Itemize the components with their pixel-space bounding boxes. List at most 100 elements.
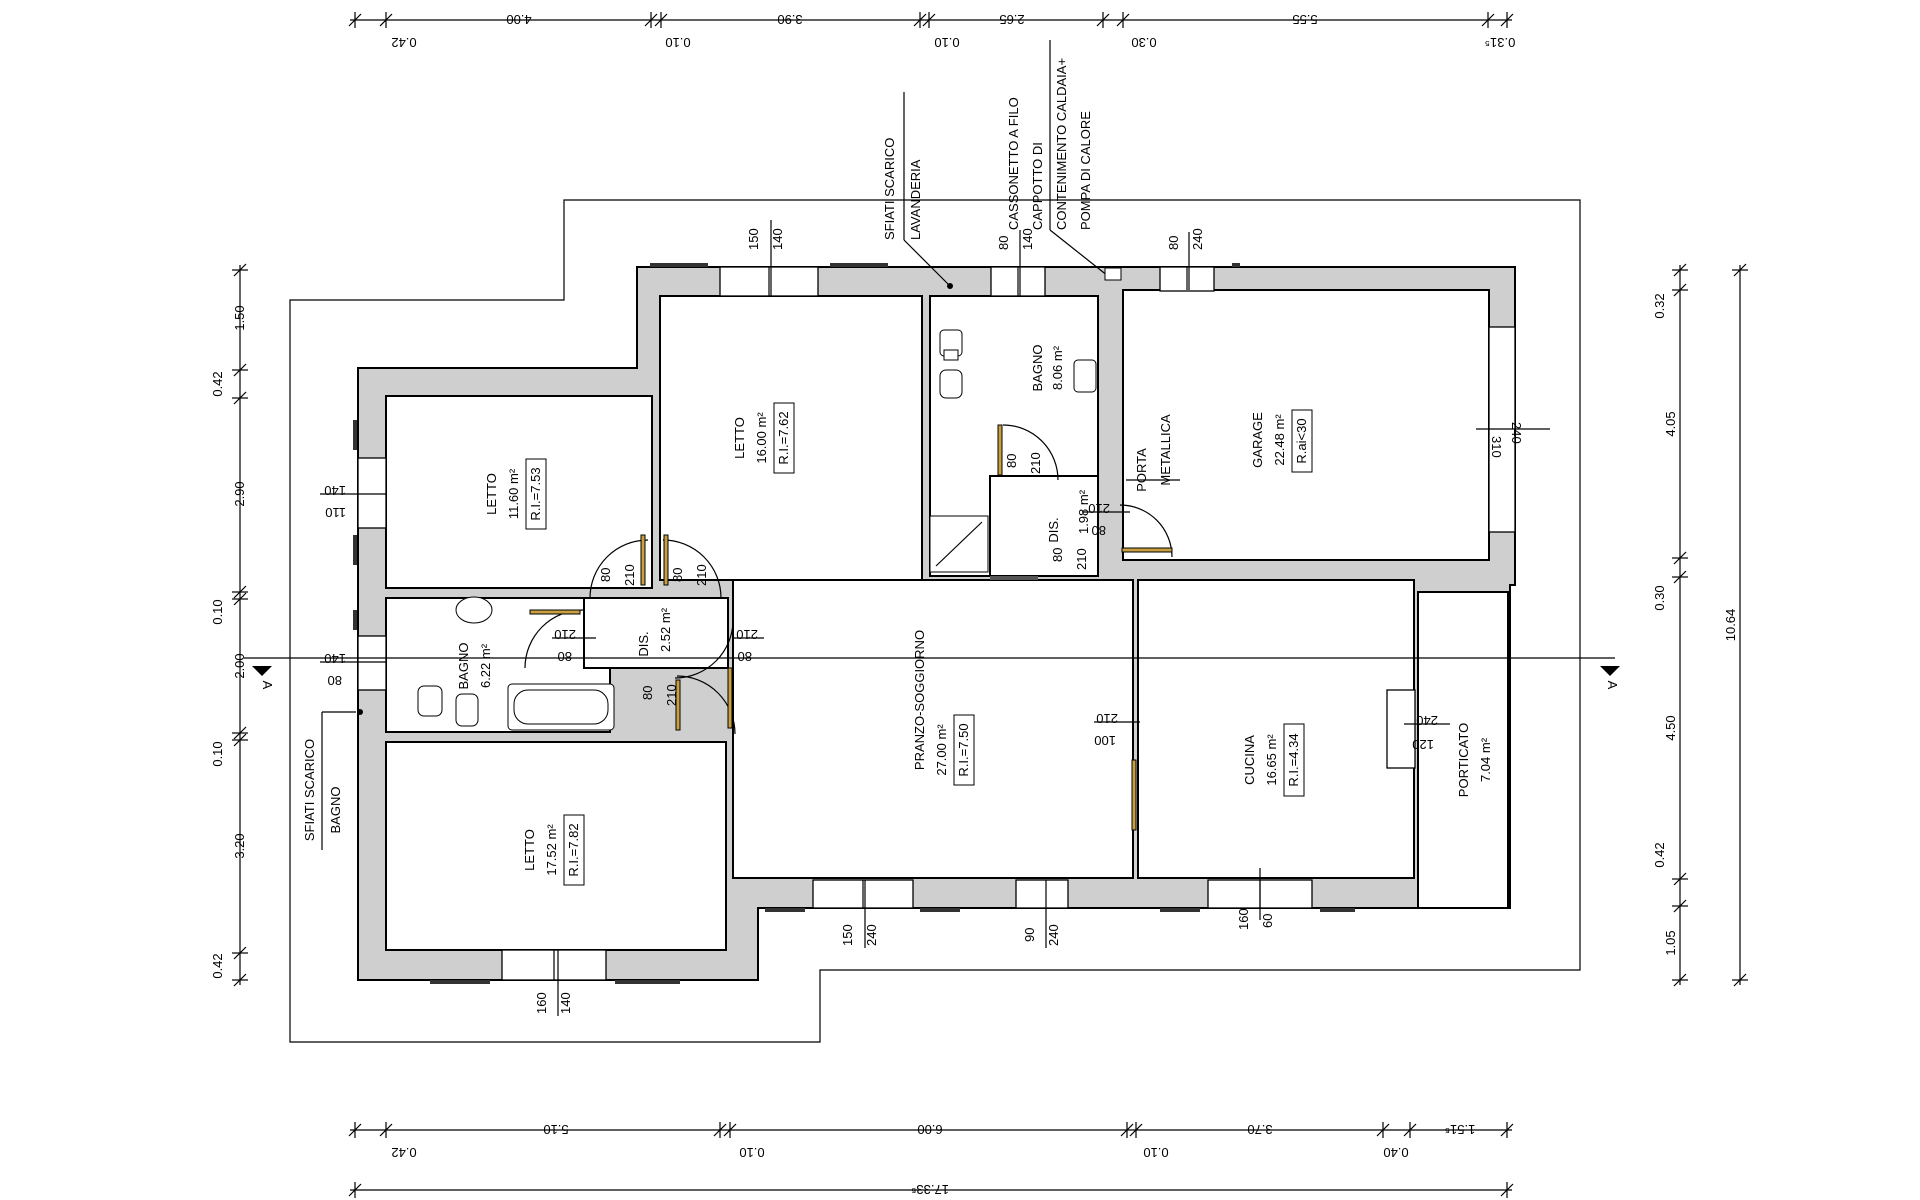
room-dis-1-area: 2.52 m²	[658, 607, 673, 652]
room-garage-area: 22.48 m²	[1272, 414, 1287, 466]
w-top2-b: 140	[1020, 228, 1035, 250]
section-mark-left: A	[260, 681, 275, 690]
d-bagno2-a: 210	[554, 627, 576, 642]
d-cucina-b: 100	[1094, 733, 1116, 748]
room-letto-3-ri: R.I.=7.82	[566, 823, 581, 876]
top-dimension-chain: 0.42 4.00 0.10 3.90 0.10 2.65 0.30 5.55 …	[348, 12, 1515, 50]
w-letto1-a: 140	[324, 483, 346, 498]
dim-bottom-7: 0.40	[1383, 1145, 1408, 1160]
note-porta-line1: PORTA	[1134, 448, 1149, 492]
room-dis-1-name: DIS.	[636, 631, 651, 656]
dim-left-8: 0.42	[210, 953, 225, 978]
dim-bottom-1: 0.42	[391, 1145, 416, 1160]
d-bagno1-b: 210	[1028, 452, 1043, 474]
w-bot3-b: 60	[1260, 914, 1275, 928]
opening-labels: 150 140 80 140 80 240 240 310 140 110 14…	[320, 220, 1550, 1016]
room-bagno-2-name: BAGNO	[456, 643, 471, 690]
room-letto-2-ri: R.I.=7.62	[776, 411, 791, 464]
d-dis2-a: 80	[1050, 548, 1065, 562]
room-pranzo-ri: R.I.=7.50	[956, 723, 971, 776]
note-cassonetto-line2: CAPPOTTO DI	[1030, 142, 1045, 230]
dim-bottom-5: 0.10	[1143, 1145, 1168, 1160]
note-porta-line2: METALLICA	[1158, 414, 1173, 486]
room-porticato: PORTICATO 7.04 m²	[1456, 723, 1493, 797]
room-dis-1: DIS. 2.52 m²	[636, 607, 673, 656]
dim-left-5: 2.00	[232, 653, 247, 678]
w-bot3-a: 160	[1236, 908, 1251, 930]
d-cucina-a: 210	[1096, 711, 1118, 726]
note-porta-metallica: PORTA METALLICA	[1126, 414, 1180, 492]
room-pranzo-area: 27.00 m²	[934, 724, 949, 776]
dim-right-6: 1.05	[1663, 930, 1678, 955]
dim-left-2: 0.42	[210, 371, 225, 396]
d-pranzo-a: 210	[736, 627, 758, 642]
dim-top-8: 5.55	[1292, 12, 1317, 27]
dim-top-1: 0.42	[391, 35, 416, 50]
room-pranzo-name: PRANZO-SOGGIORNO	[912, 630, 927, 770]
room-bagno-1-area: 8.06 m²	[1050, 345, 1065, 390]
w-bagno2-b: 80	[328, 673, 342, 688]
room-letto-3-area: 17.52 m²	[544, 824, 559, 876]
note-cassonetto-line1: CASSONETTO A FILO	[1006, 97, 1021, 230]
w-bot4-b: 140	[558, 992, 573, 1014]
w-letto1-b: 110	[325, 505, 346, 520]
d-letto1-a: 80	[598, 568, 613, 582]
dim-right-3: 0.30	[1652, 585, 1667, 610]
bottom-dimension-chain: 0.42 5.10 0.10 6.00 0.10 3.70 0.40 1.51⁵…	[348, 1122, 1514, 1198]
d-letto3-b: 210	[664, 684, 679, 706]
fixtures	[417, 329, 1097, 731]
d-letto3-a: 80	[640, 686, 655, 700]
note-cassonetto-line4: POMPA DI CALORE	[1078, 111, 1093, 230]
w-top3-a: 80	[1166, 236, 1181, 250]
dim-right-1: 0.32	[1652, 293, 1667, 318]
dim-right-2: 4.05	[1663, 411, 1678, 436]
w-bot1-b: 240	[864, 924, 879, 946]
w-bot2-b: 240	[1046, 924, 1061, 946]
d-letto2-a: 80	[670, 568, 685, 582]
w-bot4-a: 160	[534, 992, 549, 1014]
room-dis-2-name: DIS.	[1046, 517, 1061, 542]
dim-top-7: 0.30	[1131, 35, 1156, 50]
d-garage-b: 80	[1092, 523, 1106, 538]
note-sfiati-bagno: SFIATI SCARICO BAGNO	[302, 709, 363, 850]
w-garage-a: 240	[1509, 422, 1524, 444]
room-letto-1-name: LETTO	[484, 473, 499, 515]
dim-bottom-6: 3.70	[1247, 1122, 1272, 1137]
w-top1-a: 150	[746, 228, 761, 250]
d-dis2-b: 210	[1074, 548, 1089, 570]
w-cucina-a: 240	[1416, 713, 1438, 728]
note-sfiati-lav-line2: LAVANDERIA	[908, 159, 923, 240]
dim-right-5: 0.42	[1652, 842, 1667, 867]
dim-bottom-8: 1.51⁵	[1445, 1122, 1476, 1137]
room-cucina-ri: R.I.=4.34	[1286, 733, 1301, 786]
windows	[357, 266, 1516, 981]
room-pranzo-soggiorno: PRANZO-SOGGIORNO 27.00 m² R.I.=7.50	[912, 630, 975, 786]
w-garage-b: 310	[1489, 436, 1504, 458]
room-garage-name: GARAGE	[1250, 412, 1265, 468]
dim-top-3: 0.10	[665, 35, 690, 50]
room-letto-1: LETTO 11.60 m² R.I.=7.53	[484, 458, 547, 530]
doors	[524, 424, 1173, 831]
room-cucina: CUCINA 16.65 m² R.I.=4.34	[1242, 723, 1305, 797]
note-cassonetto: CASSONETTO A FILO CAPPOTTO DI CONTENIMEN…	[1006, 40, 1122, 281]
w-top2-a: 80	[996, 236, 1011, 250]
room-bagno-1-name: BAGNO	[1030, 345, 1045, 392]
dim-bottom-total: 17.33⁵	[911, 1182, 949, 1197]
d-pranzo-b: 80	[738, 649, 752, 664]
dim-left-3: 2.90	[232, 481, 247, 506]
room-letto-3: LETTO 17.52 m² R.I.=7.82	[522, 814, 585, 886]
room-letto-2-name: LETTO	[732, 417, 747, 459]
dim-bottom-3: 0.10	[739, 1145, 764, 1160]
room-bagno-2-area: 6.22 m²	[478, 643, 493, 688]
dim-right-4: 4.50	[1663, 715, 1678, 740]
w-top1-b: 140	[770, 228, 785, 250]
dim-bottom-2: 5.10	[543, 1122, 568, 1137]
room-letto-1-area: 11.60 m²	[506, 468, 521, 519]
dim-left-7: 3.20	[232, 833, 247, 858]
note-cassonetto-line3: CONTENIMENTO CALDAIA+	[1054, 58, 1069, 230]
room-garage-ri: R.ai<30	[1294, 418, 1309, 463]
dim-top-4: 3.90	[777, 12, 802, 27]
note-sfiati-lav-line1: SFIATI SCARICO	[882, 138, 897, 240]
left-dimension-chain: 1.50 0.42 2.90 0.10 2.00 0.10 3.20 0.42	[210, 263, 248, 987]
section-arrow-left	[252, 666, 272, 676]
